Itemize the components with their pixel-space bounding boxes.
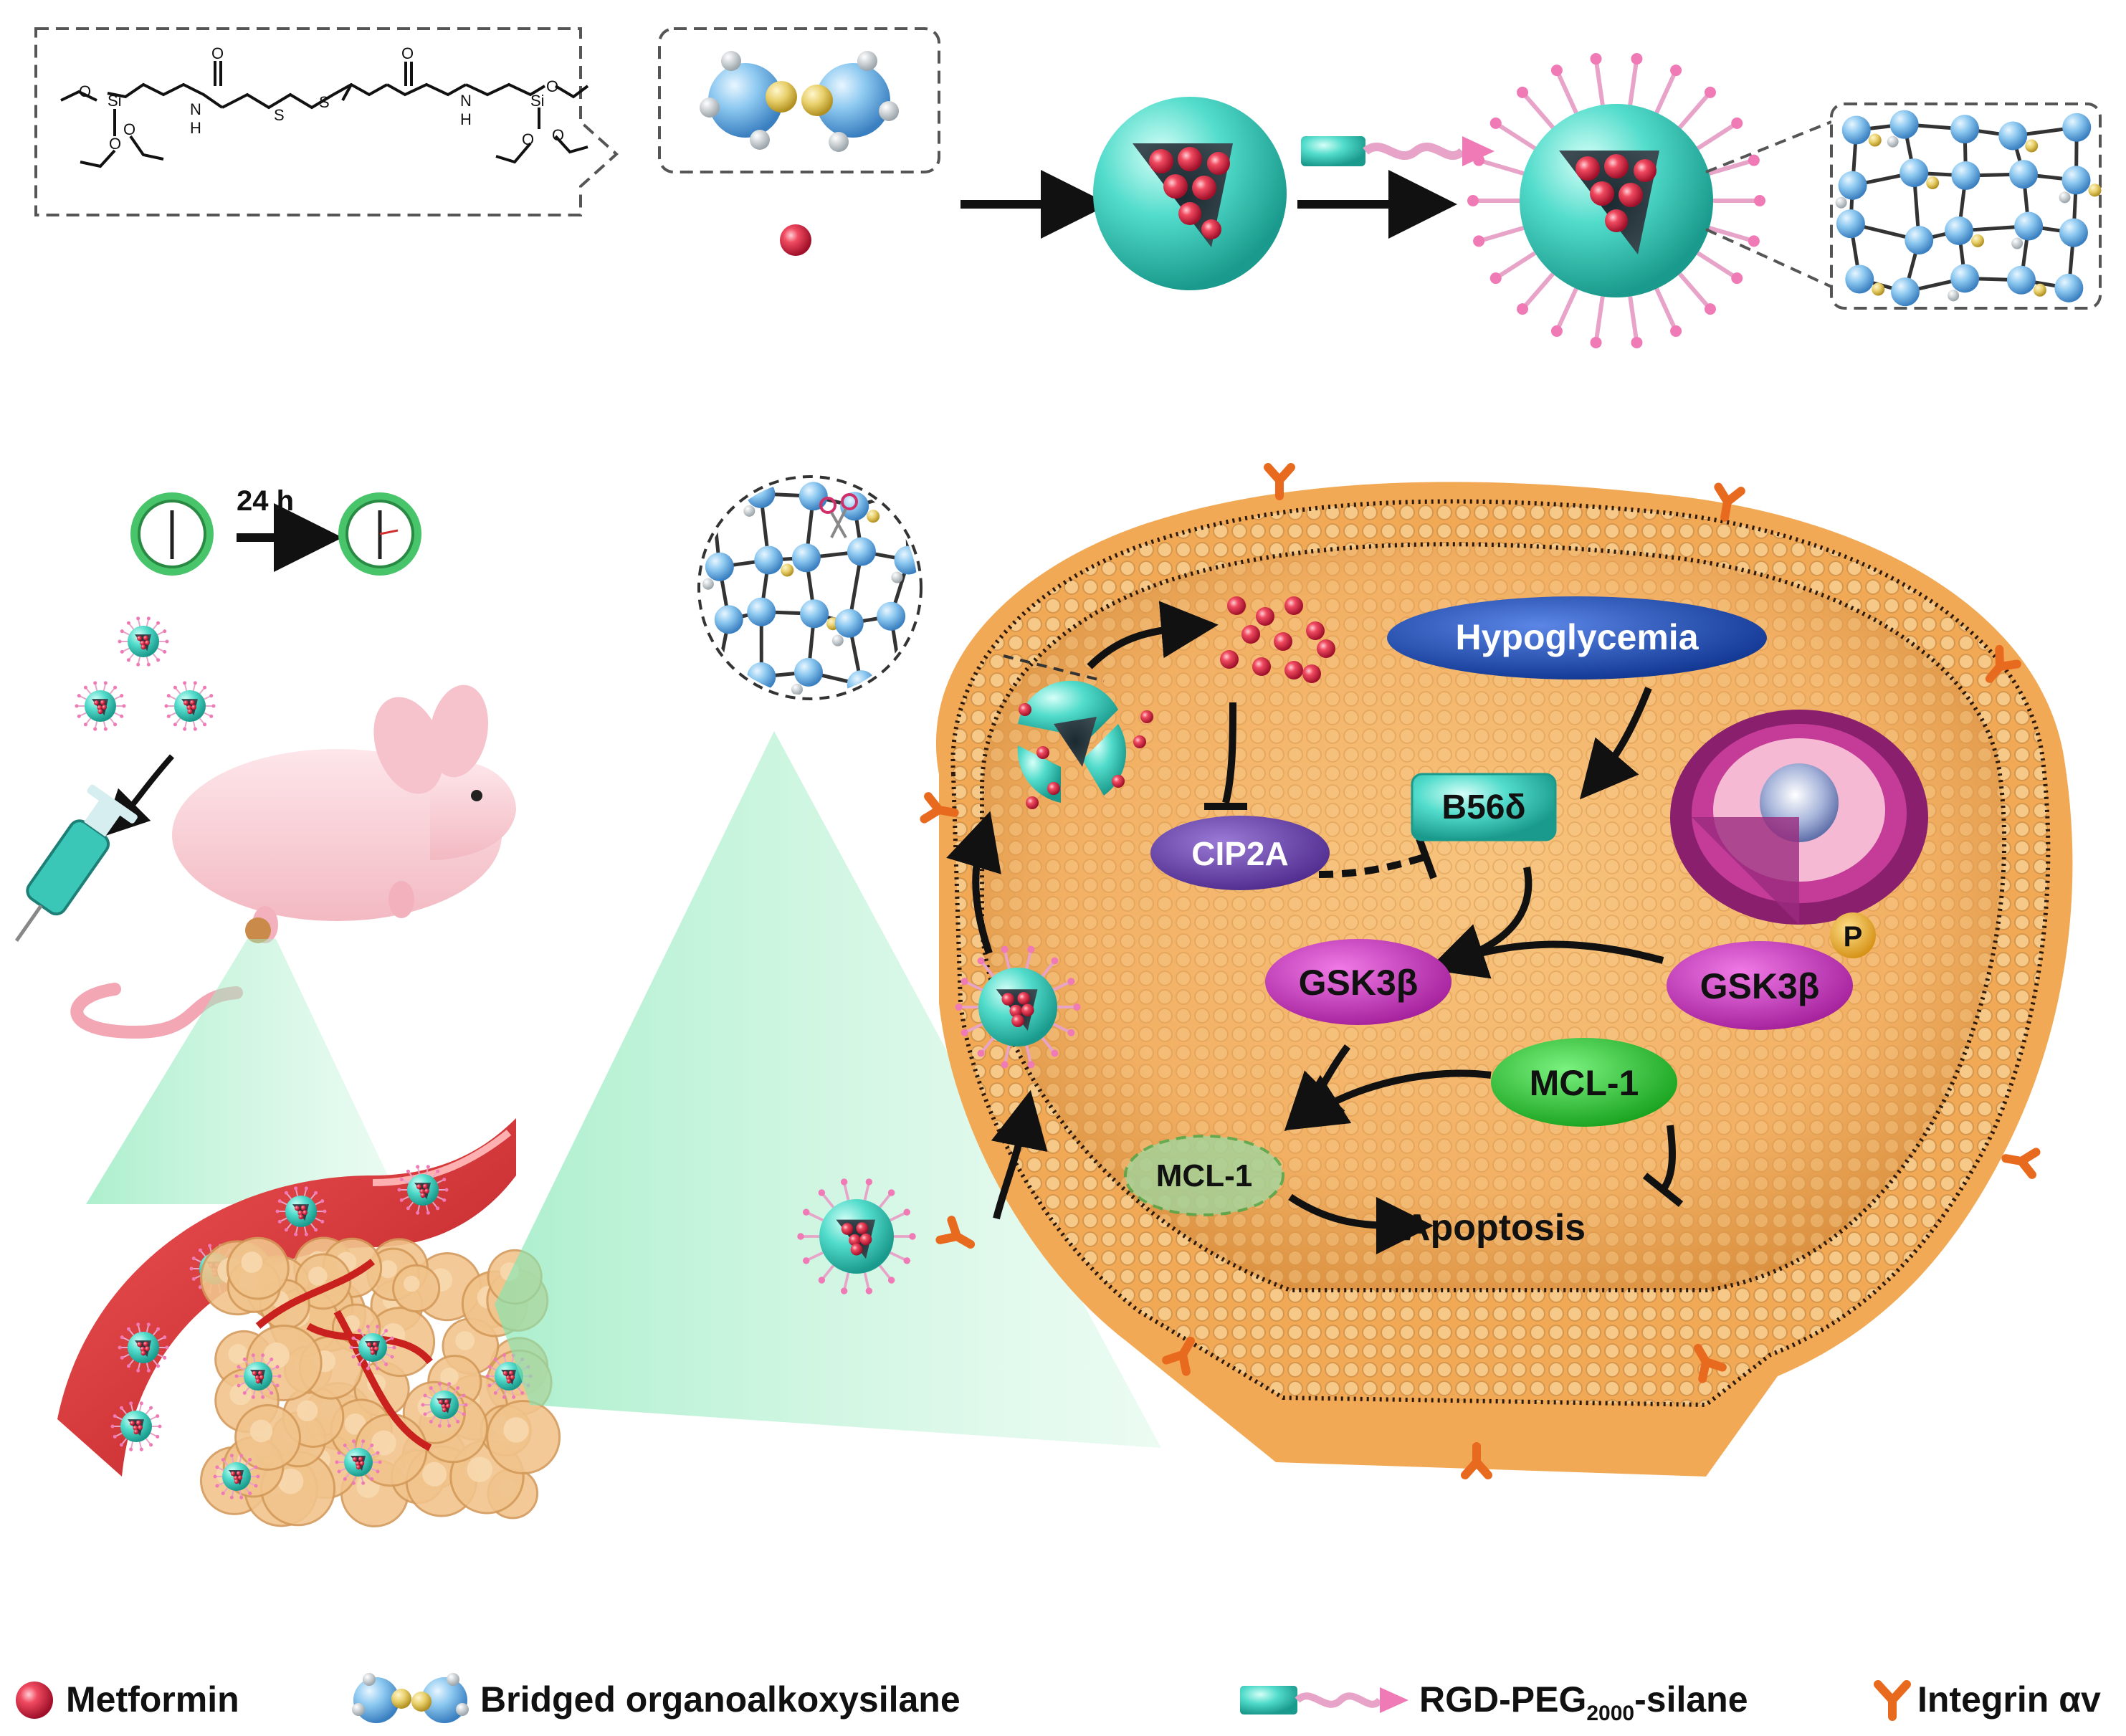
atom-label: O <box>79 82 91 100</box>
atom-label: O <box>522 130 534 148</box>
integrin-icon <box>1461 1442 1492 1479</box>
atom-label: O <box>109 135 121 153</box>
metformin-loaded-particle <box>1093 97 1287 290</box>
mcl1-node: MCL-1 <box>1491 1038 1677 1127</box>
legend-label-metformin: Metformin <box>66 1679 239 1720</box>
legend-item-rgd-peg: RGD-PEG2000-silane <box>1240 1679 1748 1725</box>
integrin-icon <box>935 1216 976 1249</box>
atom-label: S <box>274 106 285 124</box>
chemical-structure-panel: O Si O O N H O S S O N H Si O O O <box>34 27 619 216</box>
structure-atom-labels: O Si O O N H O S S O N H Si O O O <box>79 44 564 153</box>
integrin-icon <box>1694 1343 1727 1383</box>
tumor-site <box>245 917 271 943</box>
gsk3b-label: GSK3β <box>1299 963 1419 1003</box>
cip2a-label: CIP2A <box>1191 835 1288 872</box>
zoom-beam-cell <box>495 731 1161 1448</box>
atom-label: H <box>460 110 472 128</box>
atom-label: Si <box>530 92 545 110</box>
atom-label: Si <box>108 92 122 110</box>
metformin-dot <box>780 224 811 256</box>
legend-item-metformin: Metformin <box>16 1679 239 1720</box>
pathway-nodes: + Hypoglycemia CIP2A B56δ GSK3β GSK3β P … <box>1124 596 1876 1249</box>
atom-label: O <box>123 120 135 138</box>
integrin-icon <box>1714 482 1745 522</box>
scissors-icon <box>819 493 858 538</box>
nucleus <box>1670 710 1928 925</box>
inhibition-bars <box>1204 702 1684 1207</box>
rgd-particle-outside <box>797 1178 916 1294</box>
legend-item-bridged: Bridged organoalkoxysilane <box>352 1673 960 1723</box>
clock-icon <box>130 492 214 576</box>
atom-label: O <box>552 126 564 144</box>
atom-label: O <box>401 44 414 62</box>
legend-item-integrin: Integrin αv <box>1874 1679 2101 1721</box>
phospho-label: P <box>1844 921 1863 953</box>
mcl1-degraded-node: MCL-1 <box>1124 1135 1284 1216</box>
atom-label: N <box>460 92 472 110</box>
released-metformin <box>1220 596 1335 683</box>
atom-label: S <box>319 93 330 111</box>
b56d-label: B56δ <box>1441 788 1525 826</box>
rgd-peg-reagent <box>1301 136 1495 166</box>
mouse <box>70 685 516 1039</box>
rgd-targeted-particle <box>1467 53 1765 348</box>
gsk3b-phospho-node: GSK3β P <box>1667 912 1876 1030</box>
integrin-icon <box>2001 1148 2041 1179</box>
mcl1-degraded-label: MCL-1 <box>1156 1158 1252 1193</box>
tumor-tissue <box>199 1236 561 1527</box>
integrin-icon <box>1162 1336 1195 1376</box>
atom-label: N <box>190 100 201 118</box>
hypoglycemia-node: Hypoglycemia <box>1387 596 1767 679</box>
integrin-icon <box>1264 463 1295 500</box>
legend-label-rgd: RGD-PEG2000-silane <box>1419 1679 1748 1725</box>
b56d-node: B56δ <box>1411 773 1557 841</box>
cip2a-node: CIP2A <box>1150 816 1330 890</box>
legend: Metformin Bridged organoalkoxysilane RGD… <box>16 1673 2101 1725</box>
timeline: 24 h <box>130 485 421 576</box>
hypoglycemia-label: Hypoglycemia <box>1455 617 1699 657</box>
integrin-icon <box>1985 644 2021 683</box>
clock-icon <box>338 492 421 576</box>
bridged-molecule-model <box>658 27 940 173</box>
injected-particles <box>75 616 216 731</box>
gsk3b-node: GSK3β <box>1265 939 1452 1025</box>
framework-zoom-panel <box>1705 102 2102 310</box>
syringe-icon <box>14 784 138 942</box>
interval-label: 24 h <box>237 485 294 517</box>
gsk3b-p-label: GSK3β <box>1700 966 1820 1006</box>
pathway-arrows <box>946 601 1664 1254</box>
atom-label: H <box>190 119 201 137</box>
zoom-beam-mouse <box>86 939 401 1204</box>
legend-label-integrin: Integrin αv <box>1917 1679 2101 1720</box>
mcl1-label: MCL-1 <box>1530 1063 1639 1103</box>
degrading-particle <box>1017 680 1153 809</box>
integrin-receptors <box>920 463 2041 1479</box>
atom-label: O <box>546 77 558 95</box>
legend-label-bridged: Bridged organoalkoxysilane <box>480 1679 960 1720</box>
apoptosis-label: Apoptosis <box>1403 1207 1586 1249</box>
rgd-particle-endocytosed <box>955 945 1081 1069</box>
atom-label: O <box>211 44 224 62</box>
